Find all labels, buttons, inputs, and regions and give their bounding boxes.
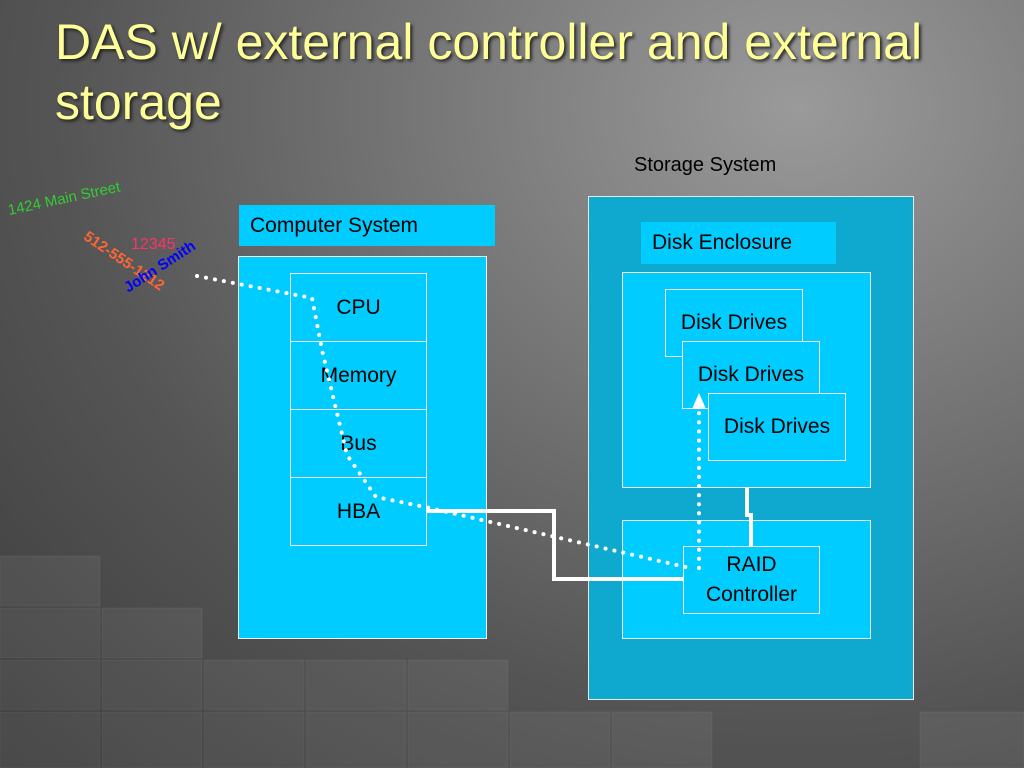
data-flow-arrow — [692, 393, 706, 409]
data-flow-path — [195, 274, 692, 570]
enclosure-raid-cable — [745, 488, 753, 546]
memory-cell: Memory — [290, 341, 427, 410]
hba-cell: HBA — [290, 477, 427, 546]
cables — [427, 488, 753, 581]
computer-system-label: Computer System — [239, 205, 495, 246]
raid-controller-line1: RAID — [726, 553, 777, 576]
hba-raid-cable — [427, 509, 683, 581]
raid-controller-line2: Controller — [705, 583, 798, 606]
data-path — [195, 274, 701, 570]
disk-drive: Disk Drives — [708, 393, 846, 461]
storage-system-label: Storage System — [634, 154, 777, 176]
zip-label: 12345 — [131, 236, 176, 253]
slide-title: DAS w/ external controller and external … — [55, 14, 923, 130]
raid-controller: RAID Controller — [683, 546, 820, 614]
disk-enclosure-label: Disk Enclosure — [641, 222, 836, 264]
